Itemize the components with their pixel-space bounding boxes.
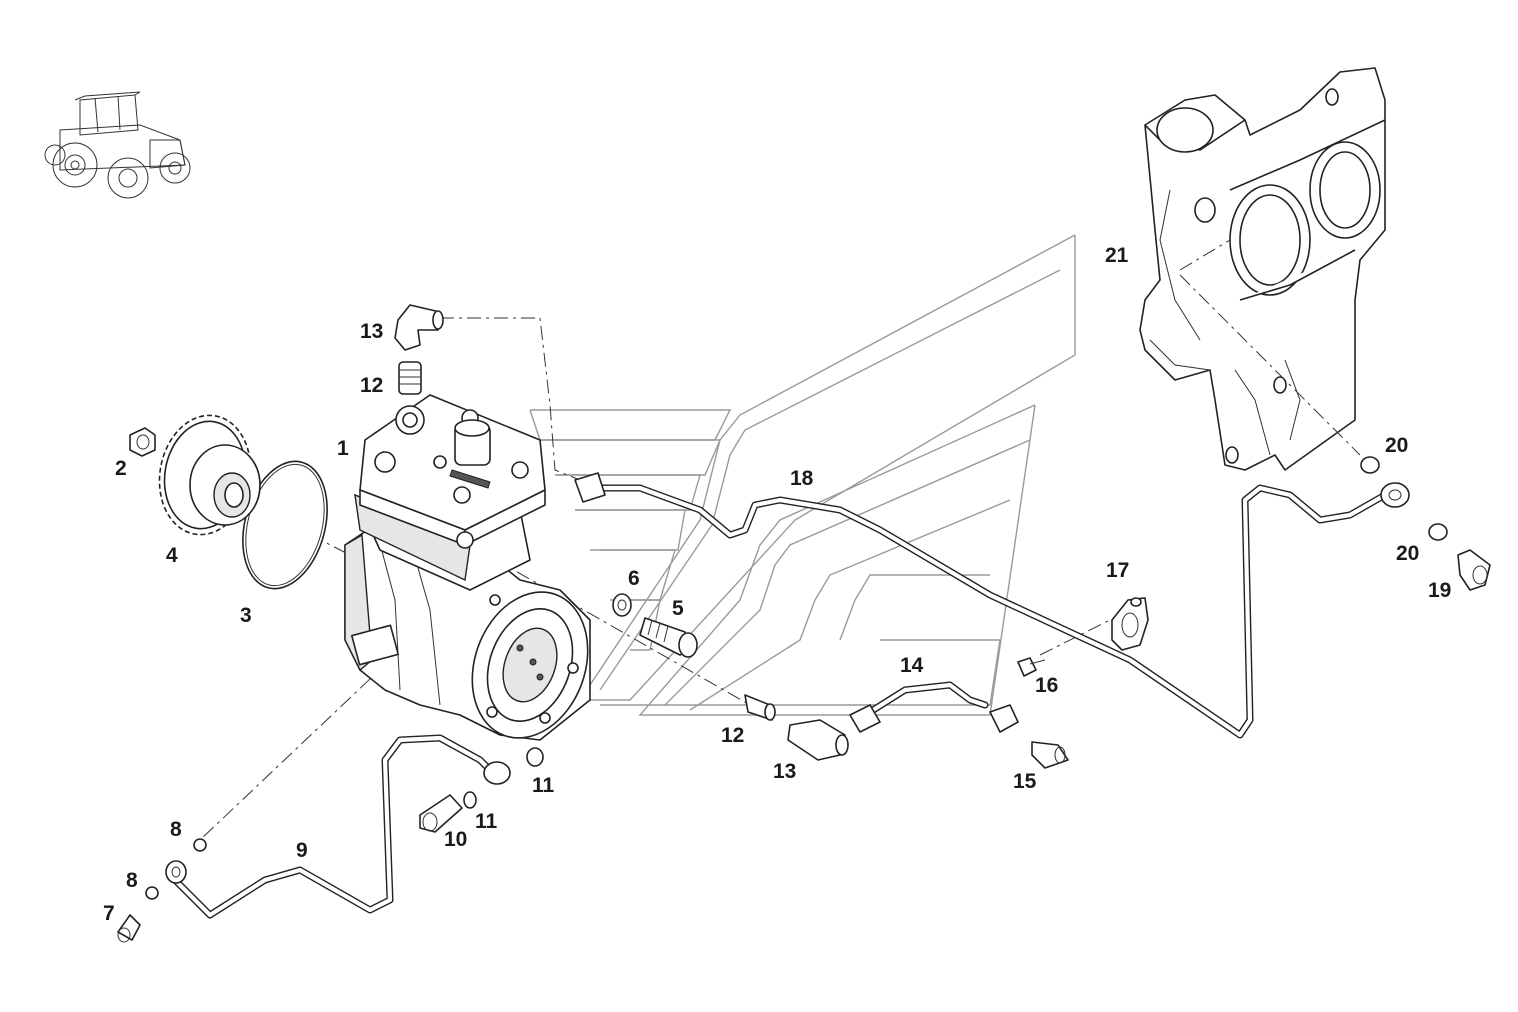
callout-10: 10	[444, 828, 467, 851]
callout-16: 16	[1035, 674, 1058, 697]
callout-5: 5	[672, 597, 684, 620]
adapter-12-lower	[744, 694, 776, 721]
fitting-15	[1031, 741, 1069, 769]
adapter-12-top	[398, 361, 422, 395]
callout-21: 21	[1105, 244, 1129, 267]
callout-20b: 20	[1396, 542, 1419, 565]
sealing-ring-8-lower	[145, 886, 159, 900]
banjo-bolt-19	[1457, 549, 1491, 591]
callout-1: 1	[337, 437, 349, 460]
callout-13a: 13	[360, 320, 383, 343]
sealing-ring-11-lower	[463, 791, 477, 809]
tractor-icon	[44, 91, 191, 199]
callout-19: 19	[1428, 579, 1451, 602]
callout-4: 4	[166, 544, 178, 567]
gearbox-housing-21	[1139, 67, 1386, 471]
pipe-18	[574, 472, 1410, 739]
pipe-clamp-17	[1111, 597, 1149, 651]
banjo-bolt-7	[117, 914, 141, 943]
drive-gear-4	[158, 414, 261, 536]
callout-20a: 20	[1385, 434, 1408, 457]
callout-11b: 11	[475, 810, 498, 833]
callout-14: 14	[900, 654, 924, 677]
sealing-ring-20-upper	[1360, 456, 1380, 474]
leader-lines	[199, 239, 1361, 841]
nut-2	[129, 427, 156, 457]
bolt-5	[639, 617, 698, 658]
pipe-14	[849, 681, 1019, 733]
callout-17: 17	[1106, 559, 1129, 582]
callout-8a: 8	[170, 818, 182, 841]
callout-9: 9	[296, 839, 308, 862]
callout-18: 18	[790, 467, 814, 490]
callout-6: 6	[628, 567, 640, 590]
elbow-fitting-13-top	[394, 304, 444, 351]
callout-7: 7	[103, 902, 115, 925]
callout-15: 15	[1013, 770, 1037, 793]
callout-labels: 1 2 3 4 5 6 7 8 8 9 10 11 11 12 12 13 13…	[103, 244, 1451, 925]
washer-6	[612, 593, 632, 617]
callout-11a: 11	[532, 774, 555, 797]
sealing-ring-20-lower	[1428, 523, 1448, 541]
callout-2: 2	[115, 457, 127, 480]
callout-3: 3	[240, 604, 252, 627]
callout-12b: 12	[721, 724, 744, 747]
banjo-bolt-10	[419, 794, 463, 833]
screw-16	[1017, 657, 1046, 677]
callout-8b: 8	[126, 869, 138, 892]
callout-13b: 13	[773, 760, 796, 783]
elbow-fitting-13-lower	[787, 719, 849, 761]
oil-pipe-9	[165, 734, 511, 919]
callout-12a: 12	[360, 374, 383, 397]
compressor-assembly-1	[344, 394, 591, 741]
sealing-ring-8-upper	[193, 838, 207, 852]
sealing-ring-11-upper	[526, 747, 544, 767]
